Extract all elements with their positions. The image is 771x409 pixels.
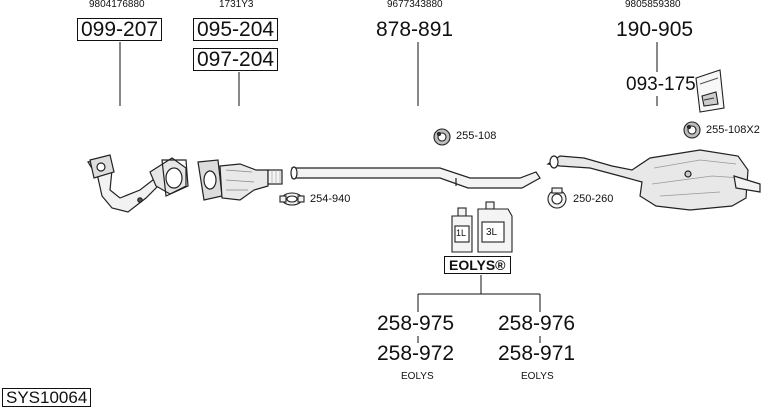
rubber-mount-icon: [433, 128, 451, 146]
additive-code-right-a[interactable]: 258-976: [498, 312, 576, 335]
additive-left-sub: EOLYS: [401, 371, 434, 382]
system-id: SYS10064: [2, 388, 92, 407]
bottle-1l-icon: [451, 207, 473, 253]
fitting-kit-code[interactable]: 093-175: [626, 74, 696, 95]
rear-silencer: [546, 149, 761, 211]
mount-255x2-label[interactable]: 255-108X2: [706, 124, 760, 136]
clamp-254-label[interactable]: 254-940: [310, 193, 351, 205]
additive-code-left-b[interactable]: 258-972: [377, 342, 455, 365]
clamp-254-icon: [279, 192, 305, 206]
part-code-4[interactable]: 190-905: [616, 18, 694, 41]
eolys-label: EOLYS®: [444, 256, 511, 274]
fitting-kit-icon: [695, 69, 725, 113]
oem-number-2: 1731Y3: [219, 0, 254, 10]
oem-number-3: 9677343880: [387, 0, 443, 10]
middle-pipe: [290, 166, 541, 189]
clamp-250-icon: [547, 187, 567, 209]
oem-number-1: 9804176880: [89, 0, 145, 10]
part-code-3[interactable]: 878-891: [376, 18, 454, 41]
bottle-3l-icon: [477, 201, 513, 253]
additive-code-right-b[interactable]: 258-971: [498, 342, 576, 365]
additive-code-left-a[interactable]: 258-975: [377, 312, 455, 335]
part-code-2b[interactable]: 097-204: [193, 48, 279, 71]
part-code-1[interactable]: 099-207: [77, 18, 163, 41]
bottle-1l-label: 1L: [456, 228, 467, 238]
clamp-250-label[interactable]: 250-260: [573, 193, 614, 205]
mount-255-label[interactable]: 255-108: [456, 130, 497, 142]
bottle-3l-label: 3L: [486, 227, 498, 238]
part-code-2a[interactable]: 095-204: [193, 18, 279, 41]
additive-right-sub: EOLYS: [521, 371, 554, 382]
catalytic-converter: [197, 159, 283, 201]
oem-number-4: 9805859380: [625, 0, 681, 10]
manifold-downpipe: [87, 154, 189, 213]
rubber-mount-x2-icon: [683, 121, 701, 139]
